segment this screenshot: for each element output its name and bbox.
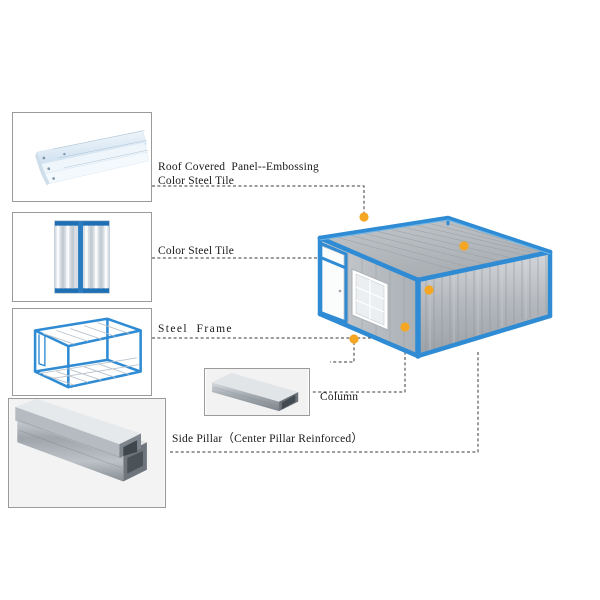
side-pillar-illustration — [9, 399, 165, 507]
marker-roof-panel — [359, 212, 369, 222]
marker-color-steel-tile — [459, 241, 469, 251]
column-illustration — [206, 369, 308, 415]
roof-panel-illustration — [13, 113, 151, 201]
label-steel-frame: Steel Frame — [158, 322, 233, 336]
label-steel-frame-text: Steel Frame — [158, 323, 233, 335]
label-roof-covered-panel-line2: Color Steel Tile — [158, 175, 235, 187]
thumbnail-side-pillar — [8, 398, 166, 508]
white-door — [321, 245, 345, 322]
thumbnail-roof-covered-panel — [12, 112, 152, 202]
label-column: Column — [320, 390, 358, 404]
label-side-pillar-text: Side Pillar（Center Pillar Reinforced） — [172, 433, 364, 445]
marker-steel-frame — [424, 285, 434, 295]
blue-steel-frame — [317, 215, 553, 359]
white-window — [351, 268, 389, 331]
container-house-svg — [317, 212, 553, 359]
marker-side-pillar — [349, 334, 359, 344]
thumbnail-steel-frame — [12, 308, 152, 396]
callout-markers — [349, 212, 469, 344]
label-color-steel-tile: Color Steel Tile — [158, 244, 234, 258]
marker-column — [400, 322, 410, 332]
label-color-steel-tile-text: Color Steel Tile — [158, 245, 235, 257]
container-house-illustration — [300, 196, 600, 406]
thumbnail-column — [204, 368, 310, 416]
steel-frame-illustration — [13, 309, 151, 395]
label-column-text: Column — [320, 391, 359, 403]
label-roof-covered-panel-line1: Roof Covered Panel--Embossing — [158, 161, 319, 173]
color-steel-tile-illustration — [13, 213, 151, 301]
label-side-pillar: Side Pillar（Center Pillar Reinforced） — [172, 432, 363, 446]
thumbnail-color-steel-tile — [12, 212, 152, 302]
